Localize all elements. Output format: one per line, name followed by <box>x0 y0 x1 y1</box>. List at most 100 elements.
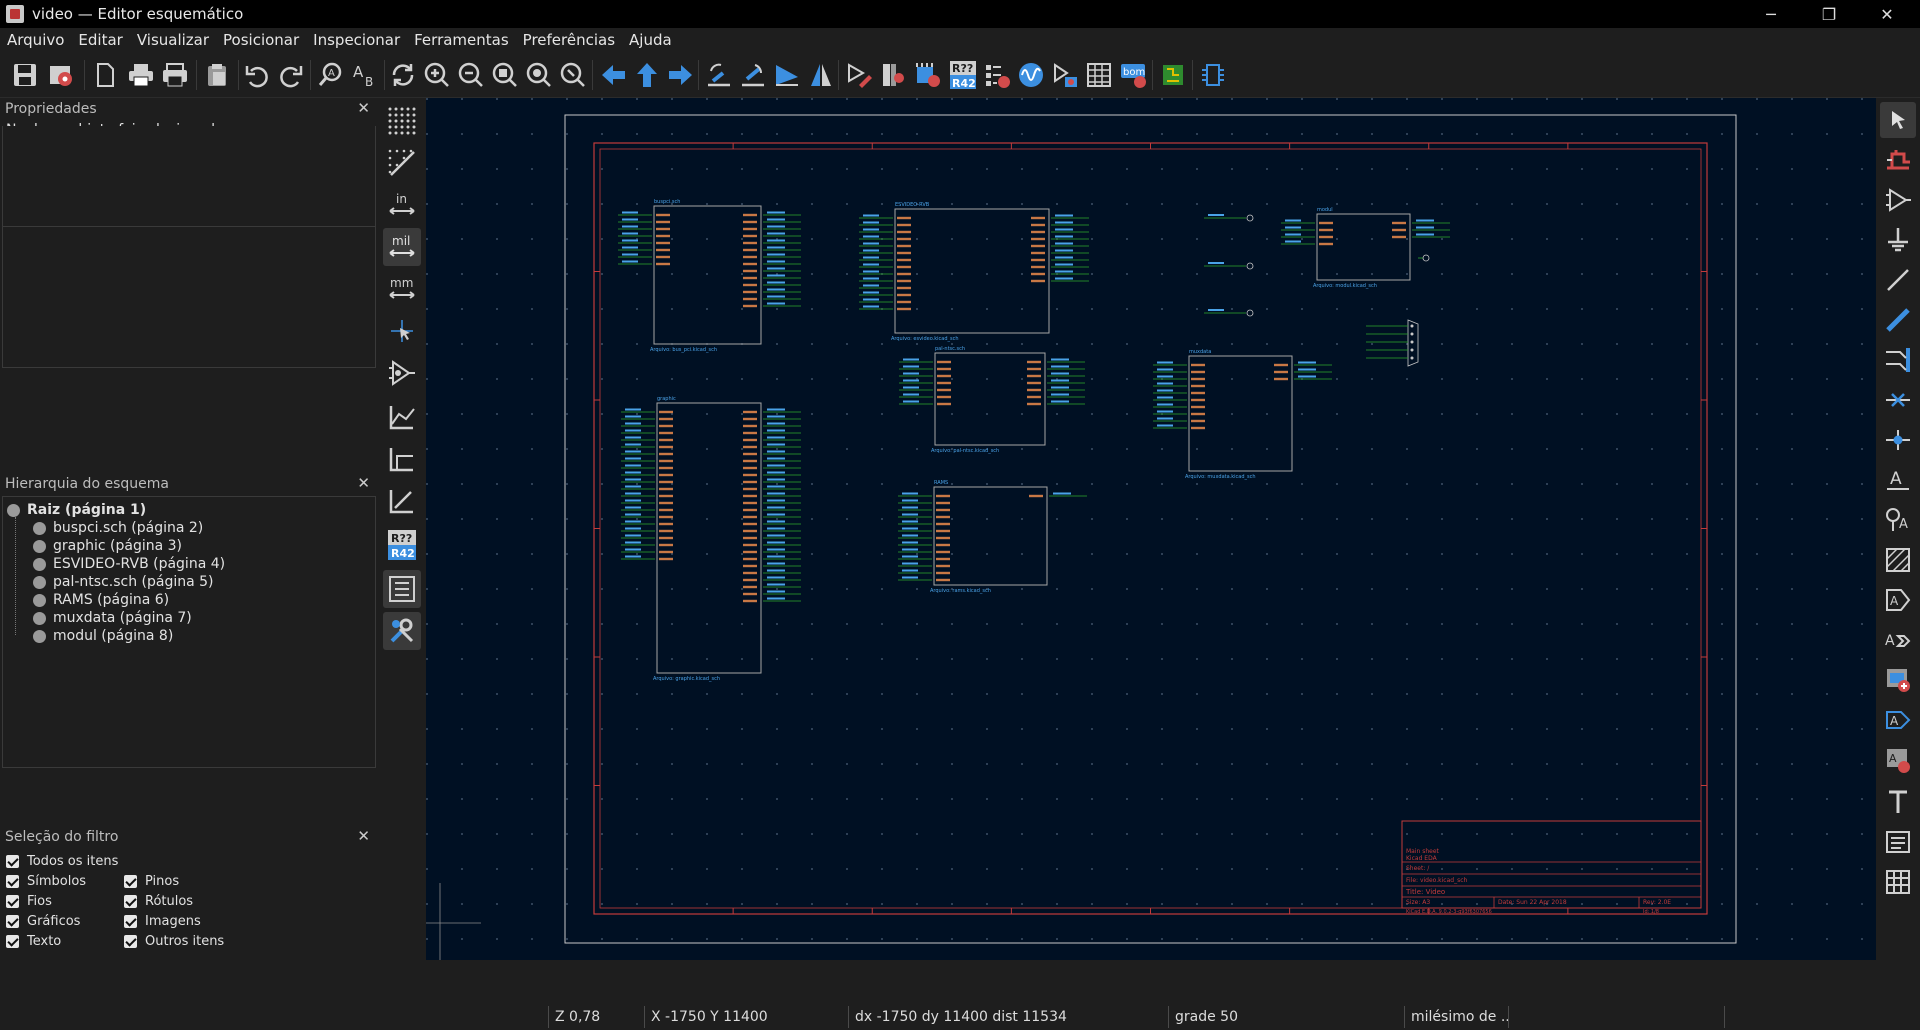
plot-button[interactable] <box>158 58 192 92</box>
hierarchy-panel-toggle[interactable] <box>383 570 421 608</box>
import-sheet-pin-tool[interactable]: A <box>1880 702 1916 738</box>
add-netclass-tool[interactable]: A <box>1880 502 1916 538</box>
menu-visualizar[interactable]: Visualizar <box>136 31 210 49</box>
units-inch-button[interactable]: in <box>383 186 421 224</box>
tree-item-root[interactable]: Raiz (página 1) <box>7 499 146 521</box>
save-button[interactable] <box>8 58 42 92</box>
zoom-objects-button[interactable] <box>522 58 556 92</box>
minimize-button[interactable]: ─ <box>1748 0 1794 28</box>
menu-inspecionar[interactable]: Inspecionar <box>313 31 401 49</box>
close-filter-icon[interactable]: ✕ <box>357 827 370 845</box>
no-connect-tool[interactable] <box>1880 382 1916 418</box>
add-bus-tool[interactable] <box>1880 302 1916 338</box>
zoom-fit-button[interactable] <box>488 58 522 92</box>
wire-45-button[interactable] <box>383 482 421 520</box>
add-text-tool[interactable] <box>1880 784 1916 820</box>
zoom-out-button[interactable] <box>454 58 488 92</box>
rotate-ccw-button[interactable] <box>702 58 736 92</box>
close-window-button[interactable]: ✕ <box>1864 0 1910 28</box>
navigate-back-button[interactable] <box>596 58 630 92</box>
tree-item-buspci[interactable]: buspci.sch (página 2) <box>33 517 203 539</box>
add-global-label-tool[interactable]: A <box>1880 582 1916 618</box>
annotate-side-button[interactable]: R??R42 <box>383 526 421 564</box>
refresh-button[interactable] <box>386 58 420 92</box>
paste-button[interactable] <box>200 58 234 92</box>
undo-button[interactable] <box>240 58 274 92</box>
add-sheet-tool[interactable] <box>1880 662 1916 698</box>
units-mm-button[interactable]: mm <box>383 270 421 308</box>
close-hierarchy-icon[interactable]: ✕ <box>357 474 370 492</box>
grid-overrides-button[interactable] <box>383 144 421 182</box>
properties-panel-toggle[interactable] <box>383 612 421 650</box>
full-crosshair-button[interactable] <box>383 312 421 350</box>
symbol-fields-table-button[interactable] <box>1082 58 1116 92</box>
highlight-net-tool[interactable] <box>1880 142 1916 178</box>
filter-wires[interactable]: Fios <box>6 892 52 910</box>
restore-button[interactable]: ❐ <box>1806 0 1852 28</box>
add-hier-label-tool[interactable]: A <box>1880 622 1916 658</box>
tree-item-esvideo[interactable]: ESVIDEO-RVB (página 4) <box>33 553 225 575</box>
navigate-up-button[interactable] <box>630 58 664 92</box>
netlist-button[interactable] <box>1048 58 1082 92</box>
tree-item-muxdata[interactable]: muxdata (página 7) <box>33 607 192 629</box>
filter-all-items[interactable]: Todos os itens <box>6 852 118 870</box>
add-wire-tool[interactable] <box>1880 262 1916 298</box>
zoom-in-button[interactable] <box>420 58 454 92</box>
tree-item-graphic[interactable]: graphic (página 3) <box>33 535 182 557</box>
bom-button[interactable]: bom <box>1116 58 1150 92</box>
zoom-selection-button[interactable] <box>556 58 590 92</box>
close-properties-icon[interactable]: ✕ <box>357 99 370 117</box>
find-button[interactable]: A <box>314 58 348 92</box>
symbol-editor-button[interactable] <box>842 58 876 92</box>
filter-symbols[interactable]: Símbolos <box>6 872 86 890</box>
page-settings-button[interactable] <box>88 58 122 92</box>
sync-sheet-pins-tool[interactable]: A <box>1880 742 1916 778</box>
add-symbol-tool[interactable] <box>1880 182 1916 218</box>
hidden-pins-button[interactable] <box>383 354 421 392</box>
add-junction-tool[interactable] <box>1880 422 1916 458</box>
pcb-editor-button[interactable] <box>1156 58 1190 92</box>
filter-text[interactable]: Texto <box>6 932 61 950</box>
tree-item-modul[interactable]: modul (página 8) <box>33 625 173 647</box>
tree-item-pal-ntsc[interactable]: pal-ntsc.sch (página 5) <box>33 571 214 593</box>
menu-ajuda[interactable]: Ajuda <box>629 31 672 49</box>
toggle-grid-button[interactable] <box>383 102 421 140</box>
wire-any-angle-button[interactable] <box>383 398 421 436</box>
filter-other-items[interactable]: Outros itens <box>124 932 224 950</box>
add-rule-area-tool[interactable] <box>1880 542 1916 578</box>
navigate-forward-button[interactable] <box>664 58 698 92</box>
filter-images[interactable]: Imagens <box>124 912 201 930</box>
schematic-setup-button[interactable] <box>44 58 78 92</box>
filter-labels[interactable]: Rótulos <box>124 892 193 910</box>
menu-preferencias[interactable]: Preferências <box>522 31 616 49</box>
mirror-horizontal-button[interactable] <box>804 58 838 92</box>
units-mil-button[interactable]: mil <box>383 228 421 266</box>
footprint-assign-button[interactable] <box>910 58 944 92</box>
print-button[interactable] <box>124 58 158 92</box>
add-bus-entry-tool[interactable] <box>1880 342 1916 378</box>
simulator-button[interactable] <box>1014 58 1048 92</box>
add-table-tool[interactable] <box>1880 864 1916 900</box>
filter-pins[interactable]: Pinos <box>124 872 179 890</box>
menu-ferramentas[interactable]: Ferramentas <box>414 31 509 49</box>
menu-arquivo[interactable]: Arquivo <box>7 31 65 49</box>
add-power-tool[interactable] <box>1880 222 1916 258</box>
mirror-vertical-button[interactable] <box>770 58 804 92</box>
redo-button[interactable] <box>274 58 308 92</box>
menu-editar[interactable]: Editar <box>78 31 123 49</box>
wire-90-button[interactable] <box>383 440 421 478</box>
add-textbox-tool[interactable] <box>1880 824 1916 860</box>
select-tool[interactable] <box>1880 102 1916 138</box>
annotate-button[interactable]: R??R42 <box>946 58 980 92</box>
erc-button[interactable] <box>980 58 1014 92</box>
filter-graphics[interactable]: Gráficos <box>6 912 80 930</box>
tree-item-rams[interactable]: RAMS (página 6) <box>33 589 169 611</box>
symbol-browser-button[interactable] <box>876 58 910 92</box>
menu-posicionar[interactable]: Posicionar <box>223 31 300 49</box>
rotate-cw-button[interactable] <box>736 58 770 92</box>
hierarchy-navigator-button[interactable] <box>1196 58 1230 92</box>
add-label-tool[interactable]: A <box>1880 462 1916 498</box>
